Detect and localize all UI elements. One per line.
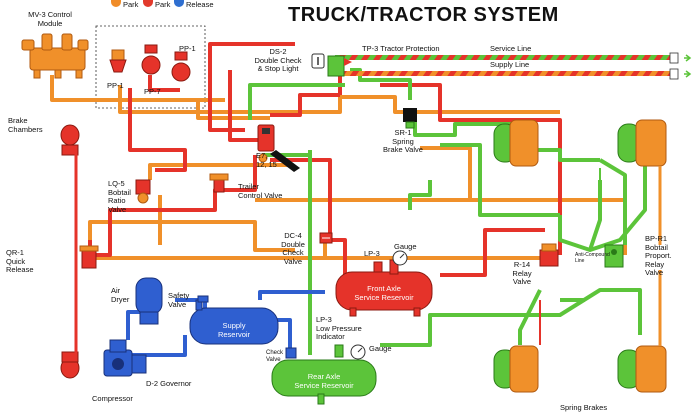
- legend-swatch-park-red: [143, 0, 153, 7]
- red-lines: [88, 42, 562, 277]
- tp3-tractor-protection-valve[interactable]: [327, 55, 352, 77]
- label-tp3: TP-3 Tractor Protection: [362, 44, 440, 53]
- legend-label-park-red: Park: [155, 0, 171, 9]
- rear-gauge: [350, 344, 366, 360]
- label-e7: E7,12, 15: [256, 151, 277, 169]
- compressor[interactable]: [103, 339, 133, 377]
- mv3-control-module[interactable]: [21, 33, 89, 79]
- rear-axle-lines: [539, 166, 662, 346]
- label-pp1-right: PP-1: [179, 44, 196, 53]
- rear-brake-chamber-upper-right[interactable]: [617, 119, 667, 167]
- pp1-left-valve[interactable]: [109, 49, 127, 73]
- pp1-right-valve[interactable]: [171, 51, 191, 82]
- dc4-double-check-valve[interactable]: [319, 232, 333, 244]
- ds2-double-check-valve[interactable]: [311, 53, 325, 69]
- qr1-quick-release-valve[interactable]: [79, 245, 99, 269]
- front-axle-service-reservoir[interactable]: [335, 259, 433, 317]
- trailer-control-valve[interactable]: [209, 173, 229, 193]
- label-pp1-left: PP-1: [107, 81, 124, 90]
- rear-brake-chamber-lower-left[interactable]: [493, 345, 539, 393]
- safety-valve[interactable]: [197, 295, 209, 303]
- d2-governor[interactable]: [131, 354, 147, 374]
- label-lp3-top: LP-3: [364, 249, 380, 258]
- label-spring-brakes: Spring Brakes: [560, 403, 608, 412]
- label-supply-line: Supply Line: [490, 60, 530, 69]
- front-gauge: [392, 250, 408, 266]
- lp3-top-valve[interactable]: [373, 261, 383, 273]
- r14-relay-valve[interactable]: [539, 243, 559, 267]
- legend-swatch-park-orange: [111, 0, 121, 7]
- front-brake-chamber-top[interactable]: [60, 124, 80, 156]
- label-pp7: PP-7: [144, 87, 161, 96]
- legend-label-park-orange: Park: [123, 0, 139, 9]
- trailer-glad-lines: [335, 52, 692, 80]
- rear-brake-chamber-lower-right[interactable]: [617, 345, 667, 393]
- front-brake-chamber-bottom[interactable]: [60, 351, 80, 379]
- lq5-bobtail-ratio-valve[interactable]: [135, 179, 151, 204]
- label-gauge-top: Gauge: [394, 242, 417, 251]
- lp3-low-pressure-indicator[interactable]: [334, 344, 344, 358]
- rear-axle-service-reservoir[interactable]: [271, 359, 377, 405]
- page-title: TRUCK/TRACTOR SYSTEM: [288, 4, 559, 26]
- control-valve-box: [95, 25, 206, 109]
- pp7-valve[interactable]: [141, 44, 161, 75]
- check-valve[interactable]: [285, 347, 297, 359]
- bpr1-bobtail-relay-valve[interactable]: [604, 244, 624, 268]
- label-gauge-bottom: Gauge: [369, 344, 392, 353]
- label-service-line: Service Line: [490, 44, 532, 53]
- label-d2: D-2 Governor: [146, 379, 192, 388]
- legend-label-release-blue: Release: [186, 0, 214, 9]
- legend-swatch-release-blue: [174, 0, 184, 7]
- sr1-spring-brake-valve[interactable]: [403, 108, 417, 129]
- rear-brake-chamber-upper-left[interactable]: [493, 119, 539, 167]
- air-dryer[interactable]: [135, 277, 163, 325]
- e7-foot-brake-valve[interactable]: [257, 124, 300, 172]
- label-compressor: Compressor: [92, 394, 133, 403]
